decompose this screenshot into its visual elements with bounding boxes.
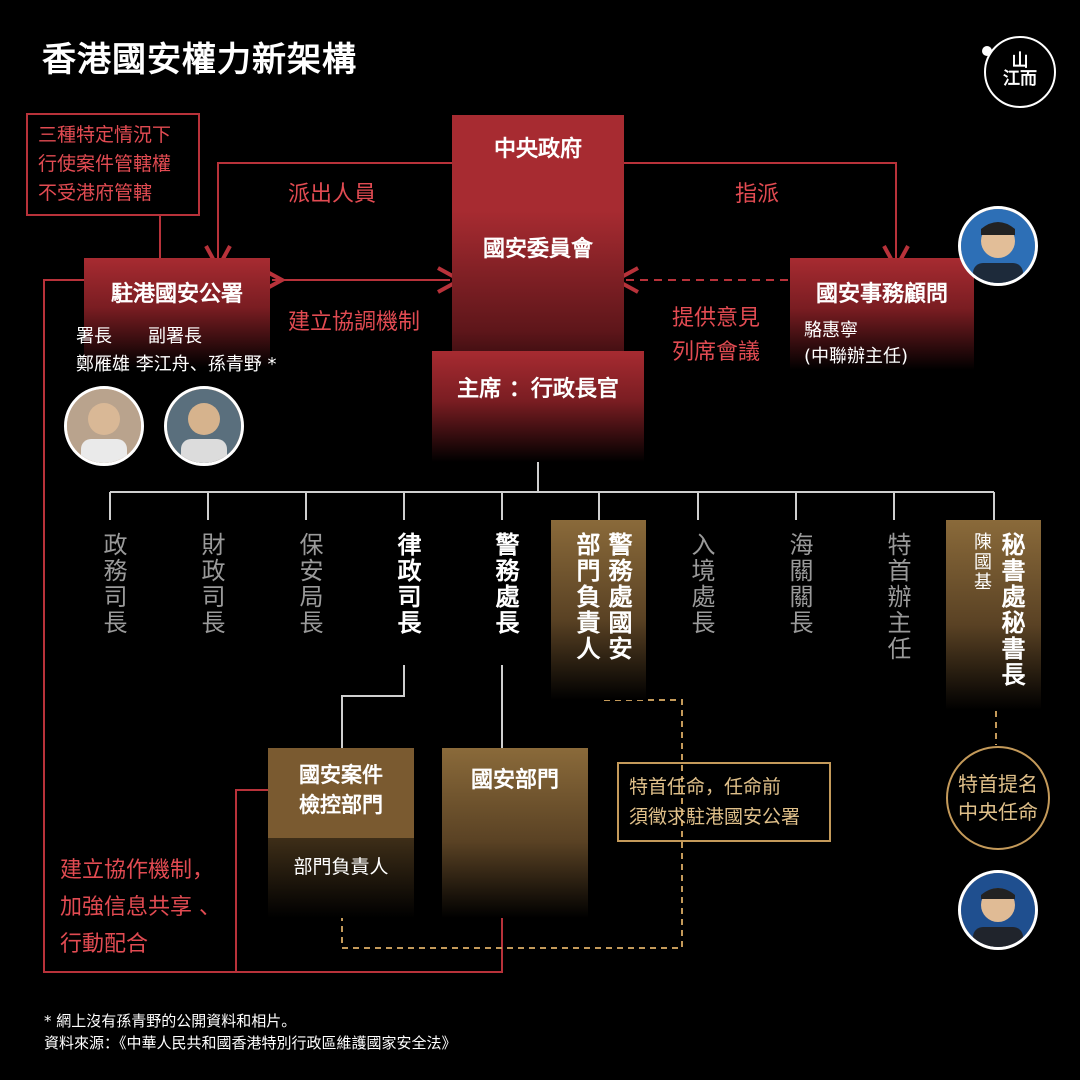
- member-police-commissioner: 警務處長: [491, 532, 519, 636]
- central-gov-box: 中央政府: [452, 115, 624, 211]
- edge-assign: 指派: [735, 182, 780, 207]
- central-gov-label: 中央政府: [493, 137, 582, 162]
- advisor-person: 駱惠寧: [804, 320, 858, 341]
- prosecution-label: 國安案件 檢控部門: [299, 763, 383, 817]
- member-police-ns-head-col-b: 部門負責人: [572, 532, 600, 662]
- member-justice-secretary: 律政司長: [393, 532, 421, 636]
- line-prosecution-red: [235, 789, 268, 972]
- member-chief-secretary: 政務司長: [99, 532, 127, 636]
- line-office-bottom: [43, 279, 503, 973]
- office-people: 鄭雁雄 李江舟、孫青野 *: [76, 354, 277, 375]
- committee-box: 國安委員會: [452, 211, 624, 361]
- office-roles: 署長 副署長: [76, 326, 202, 347]
- chair-label: 主席 ：行政長官: [457, 377, 619, 402]
- member-financial-secretary: 財政司長: [197, 532, 225, 636]
- member-police-ns-head-col-a: 警務處國安: [604, 532, 632, 662]
- logo-glyph: 山 江而: [1003, 51, 1037, 89]
- person-icon: [67, 389, 141, 463]
- avatar-secretary-general: [958, 870, 1038, 950]
- line-gov-advisor: [624, 162, 896, 258]
- advisor-box: 國安事務顧問: [790, 258, 974, 370]
- secretary-general-person: 陳國基: [971, 532, 992, 592]
- appointment-note: 特首任命，任命前 須徵求駐港國安公署: [617, 762, 831, 842]
- person-icon: [961, 209, 1035, 283]
- edge-dispatch: 派出人員: [288, 182, 377, 207]
- edge-coordinate: 建立協調機制: [288, 310, 421, 335]
- member-police-ns-head-box: 警務處國安 部門負責人: [551, 520, 646, 700]
- footnotes: * 網上沒有孫青野的公開資料和相片。 資料來源：《中華人民共和國香港特別行政區維…: [44, 1012, 457, 1052]
- member-customs-commissioner: 海關關長: [785, 532, 813, 636]
- coordination-note: 建立協作機制， 加強信息共享 、 行動配合: [60, 858, 221, 957]
- member-immigration-director: 入境處長: [687, 532, 715, 636]
- member-secretary-general-box: 秘書處秘書長 陳國基: [946, 520, 1041, 710]
- police-ns-box: 國安部門: [442, 748, 588, 918]
- committee-label: 國安委員會: [482, 237, 593, 262]
- member-ce-office-director: 特首辦主任: [883, 532, 911, 662]
- office-label: 駐港國安公署: [110, 282, 243, 307]
- chair-box: 主席 ：行政長官: [432, 351, 644, 462]
- avatar-advisor: [958, 206, 1038, 286]
- avatar-deputy: [164, 386, 244, 466]
- brand-logo: 山 江而: [982, 36, 1056, 108]
- prosecution-head-box: 部門負責人: [268, 838, 414, 918]
- prosecution-head: 部門負責人: [293, 856, 389, 878]
- logo-dot-icon: [982, 46, 992, 56]
- line-gov-office: [218, 162, 452, 258]
- member-security-secretary: 保安局長: [295, 532, 323, 636]
- jurisdiction-note: 三種特定情況下 行使案件管轄權 不受港府管轄: [26, 113, 200, 216]
- person-icon: [961, 873, 1035, 947]
- person-icon: [167, 389, 241, 463]
- page-title: 香港國安權力新架構: [42, 40, 357, 80]
- edge-advise: 提供意見 列席會議: [672, 306, 761, 365]
- office-box: 駐港國安公署: [84, 258, 270, 368]
- member-secretary-general: 秘書處秘書長: [997, 532, 1025, 688]
- police-ns-label: 國安部門: [470, 768, 559, 793]
- nominate-circle: 特首提名 中央任命: [946, 746, 1050, 850]
- prosecution-box: 國安案件 檢控部門: [268, 748, 414, 838]
- advisor-label: 國安事務顧問: [815, 282, 948, 307]
- advisor-role: (中聯辦主任): [804, 346, 909, 367]
- avatar-director: [64, 386, 144, 466]
